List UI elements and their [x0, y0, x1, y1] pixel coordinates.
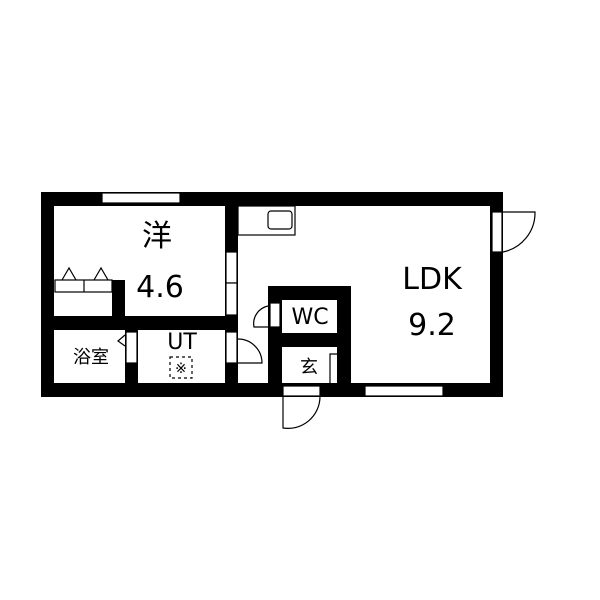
wc-floor — [282, 300, 337, 333]
washer-mark: ※ — [175, 361, 187, 377]
window-top — [101, 192, 181, 204]
room-western-size: 4.6 — [136, 270, 184, 305]
balcony-door-swing — [502, 211, 536, 253]
wall-western-bath — [54, 316, 238, 330]
door-ut-swing — [237, 338, 263, 364]
entrance-floor — [282, 347, 337, 383]
closet-wall — [112, 280, 125, 316]
entrance-shoebox — [329, 353, 337, 383]
room-wc-name: WC — [291, 305, 329, 330]
hanger-icon — [93, 266, 109, 281]
room-western-name: 洋 — [142, 219, 172, 254]
sink-icon — [267, 210, 293, 230]
sliding-door — [225, 251, 238, 284]
room-bath-name: 浴室 — [73, 347, 109, 368]
front-door — [282, 385, 321, 397]
door-ut — [225, 331, 238, 364]
window-bottom — [364, 385, 444, 397]
room-ldk-name: LDK — [402, 262, 462, 297]
hanger-icon — [61, 266, 77, 281]
entrance-wall — [337, 347, 351, 383]
entrance-side-wall — [268, 347, 282, 383]
room-ldk-size: 9.2 — [408, 308, 456, 343]
door-wc — [269, 302, 281, 328]
room-entrance-name: 玄 — [300, 357, 318, 378]
room-utility-name: UT — [167, 330, 197, 355]
balcony-door — [491, 211, 503, 253]
sliding-door — [225, 282, 238, 316]
door-bath — [125, 331, 138, 364]
door-bath-marker — [117, 334, 126, 347]
door-wc-swing — [253, 305, 269, 328]
front-door-swing — [282, 396, 321, 429]
washer-space — [169, 356, 193, 379]
